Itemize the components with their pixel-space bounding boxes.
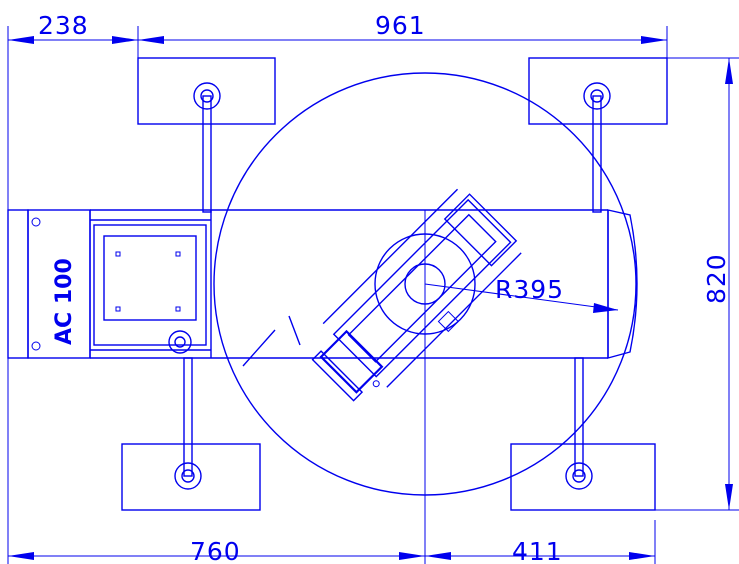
turntable xyxy=(242,188,522,402)
model-label: AC 100 xyxy=(52,258,77,345)
dimension-411-label: 411 xyxy=(512,537,563,564)
outrigger-bottom-left xyxy=(121,357,261,511)
dimension-760-label: 760 xyxy=(190,537,241,564)
dimension-820-label: 820 xyxy=(702,253,731,304)
dimension-238-label: 238 xyxy=(38,11,89,40)
dimension-760: 760 xyxy=(8,537,425,564)
chassis: AC 100 xyxy=(7,209,638,359)
dimension-411: 411 xyxy=(424,210,656,564)
outrigger-top-right xyxy=(528,57,668,213)
outrigger-bottom-right xyxy=(510,357,656,511)
dimension-961: 961 xyxy=(137,11,668,58)
slewing-circle: R395 xyxy=(213,72,637,496)
dimension-820: 820 xyxy=(655,57,739,511)
dimension-961-label: 961 xyxy=(375,11,426,40)
radius-label: R395 xyxy=(495,275,564,304)
outrigger-top-left xyxy=(137,57,276,213)
